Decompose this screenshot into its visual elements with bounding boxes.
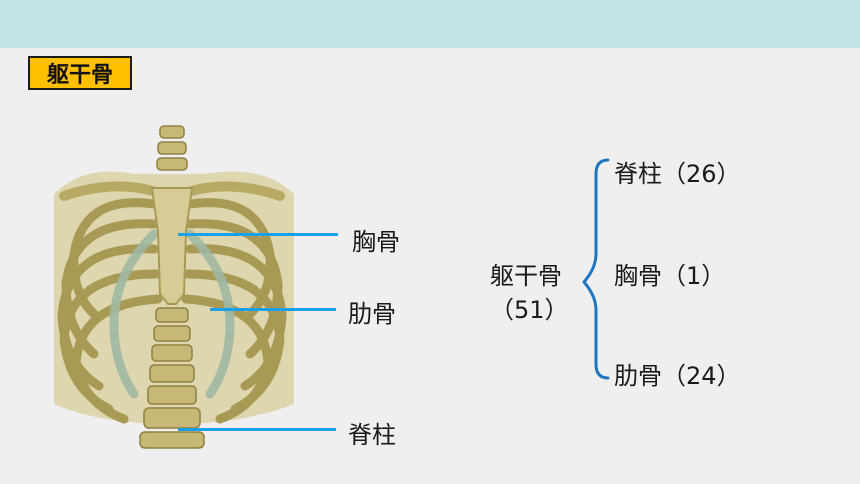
section-title: 躯干骨: [28, 56, 132, 90]
curly-brace-icon: [582, 158, 610, 380]
sternum-label: 胸骨: [352, 228, 400, 256]
spine-pointer-line: [178, 428, 336, 431]
diagram-branch-sternum: 胸骨（1）: [614, 262, 726, 290]
diagram-root-count: （51）: [490, 296, 569, 324]
spine-label: 脊柱: [348, 421, 396, 449]
diagram-root-title: 躯干骨: [490, 262, 562, 290]
diagram-branch-spine: 脊柱（26）: [614, 160, 741, 188]
header-band: [0, 0, 860, 48]
sternum-pointer-line: [178, 233, 338, 236]
ribs-pointer-line: [210, 308, 336, 311]
thorax-skeleton-illustration: [44, 124, 300, 450]
ribs-label: 肋骨: [348, 300, 396, 328]
diagram-branch-ribs: 肋骨（24）: [614, 362, 741, 390]
